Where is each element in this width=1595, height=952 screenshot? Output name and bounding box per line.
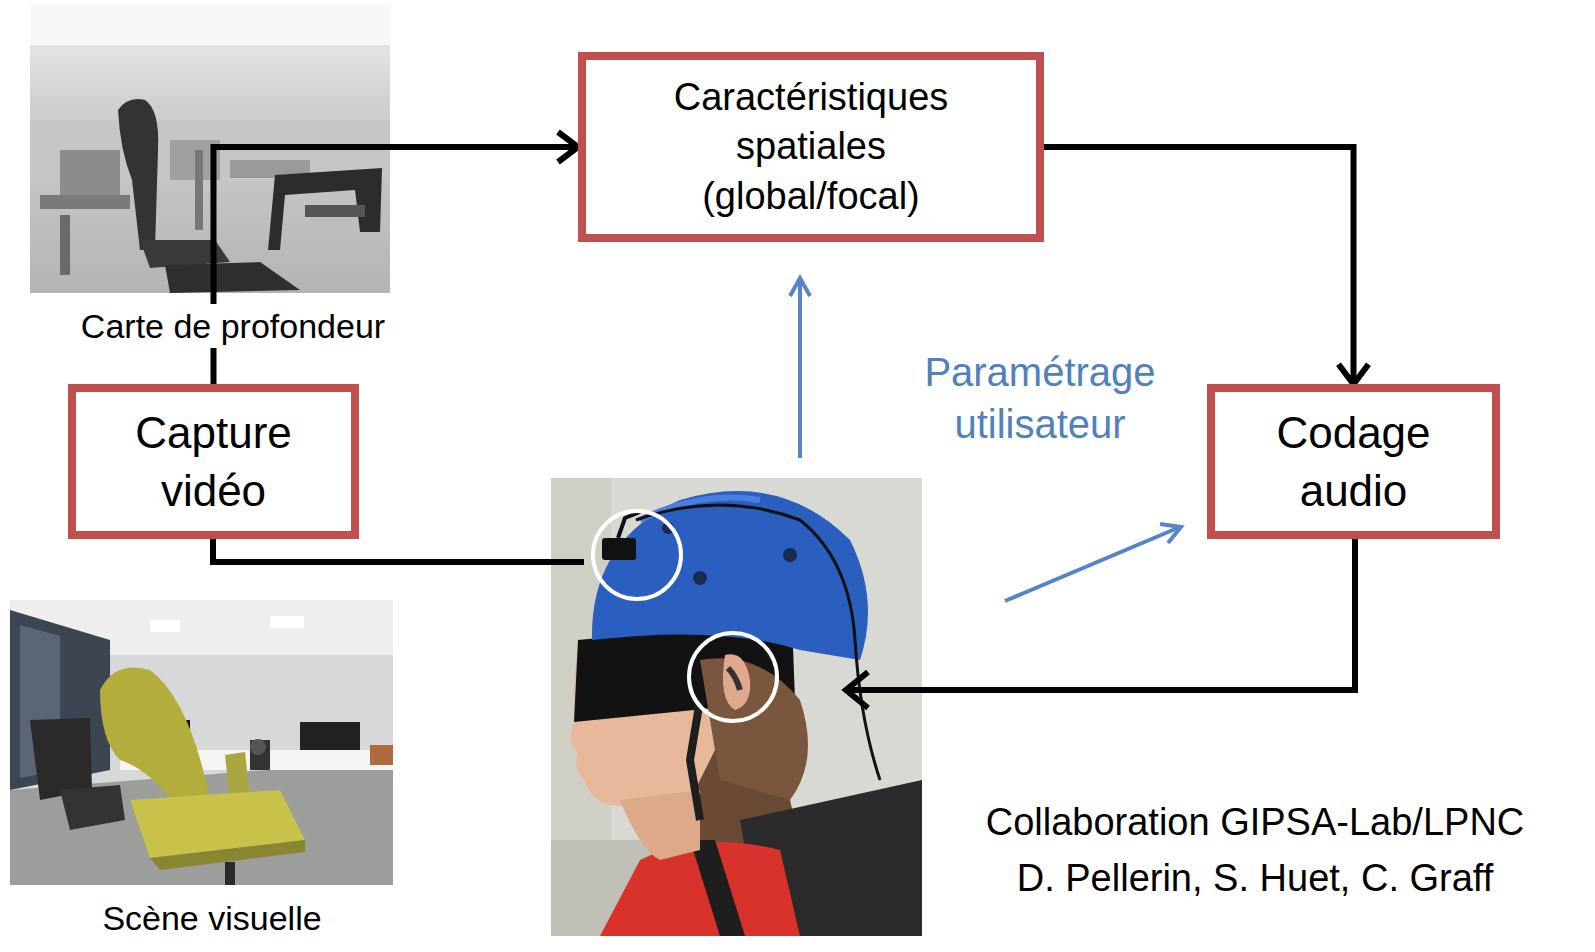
person-photo-part — [723, 654, 750, 710]
scene-photo-part — [250, 739, 266, 755]
depth-map-part — [268, 168, 382, 250]
depth-map-part — [195, 150, 203, 230]
scene-photo-part — [250, 740, 270, 770]
person-photo-part — [690, 700, 700, 820]
person-photo-part — [636, 505, 880, 780]
scene-photo-part — [225, 862, 235, 885]
parameter-arrow-part — [790, 278, 810, 296]
node-text: Caractéristiques spatiales (global/focal… — [631, 73, 991, 221]
wire-part — [846, 672, 868, 708]
parameter-arrow-part — [1005, 527, 1180, 601]
connector — [1044, 147, 1369, 384]
person-photo-part — [593, 511, 681, 599]
process-box: Caractéristiques spatiales (global/focal… — [578, 52, 1044, 242]
scene-photo-part — [100, 668, 210, 806]
parameter-arrow-part — [798, 280, 802, 458]
scene-photo-part — [150, 620, 180, 632]
person-photo-part — [693, 571, 707, 585]
wire-part — [847, 528, 1355, 690]
depth-map-part — [40, 195, 130, 209]
depth-map-part — [305, 205, 365, 217]
connector-line — [1044, 147, 1354, 384]
image-caption: Scène visuelle — [98, 896, 325, 940]
arrow-head — [558, 132, 578, 162]
scene-photo-part — [270, 616, 304, 628]
credit-text: Collaboration GIPSA-Lab/LPNC — [982, 798, 1529, 847]
scene-photo-part — [300, 722, 360, 750]
depth-map-part — [60, 215, 70, 275]
annotation: Paramétrage utilisateur — [891, 346, 1189, 450]
wire — [213, 528, 1355, 708]
scene-photo-part — [60, 785, 125, 830]
process-box: Codage audio — [1207, 384, 1500, 538]
parameter-arrow-part — [1160, 524, 1181, 543]
scene-photo — [10, 600, 393, 885]
arrow-head — [1339, 364, 1369, 384]
person-photo-part — [689, 633, 777, 721]
depth-map-part — [118, 99, 158, 250]
scene-photo-part — [10, 600, 393, 885]
scene-photo-part — [30, 718, 92, 800]
depth-map-part — [165, 262, 300, 293]
person-photo-part — [728, 668, 740, 690]
person-photo-part — [700, 658, 808, 800]
person-photo-part — [620, 790, 700, 860]
node-text: Capture vidéo — [99, 404, 329, 518]
depth-map-part — [60, 150, 120, 200]
process-box: Capture vidéo — [68, 384, 359, 538]
image-caption: Carte de profondeur — [77, 304, 389, 348]
credit-text: D. Pellerin, S. Huet, C. Graff — [1013, 854, 1498, 903]
connector-line — [214, 147, 579, 384]
person-photo — [551, 478, 922, 936]
node-text: Codage audio — [1239, 404, 1469, 518]
person-photo-part — [783, 548, 797, 562]
depth-map-part — [30, 5, 390, 45]
scene-photo-part — [370, 745, 393, 765]
person-photo-part — [690, 840, 745, 936]
person-photo-part — [602, 538, 636, 560]
person-photo-part — [551, 478, 922, 936]
